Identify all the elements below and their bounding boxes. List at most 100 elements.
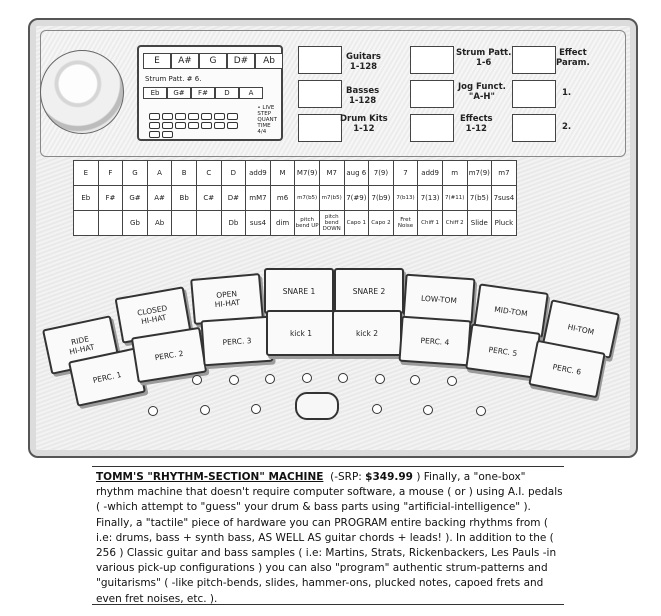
chord-button[interactable] — [171, 210, 197, 236]
chord-button[interactable]: add9 — [417, 160, 443, 186]
effects-select-button[interactable] — [410, 114, 454, 142]
pad-perc-3[interactable]: PERC. 3 — [200, 315, 274, 367]
chord-button[interactable]: M — [269, 160, 296, 186]
chord-button[interactable] — [97, 210, 124, 236]
lcd-chord-cell: F# — [191, 87, 215, 99]
chord-button[interactable]: Bb — [171, 185, 197, 211]
chord-button[interactable]: 7sus4 — [491, 185, 517, 211]
chord-button[interactable]: add9 — [245, 160, 271, 186]
knob[interactable] — [476, 406, 486, 416]
knob[interactable] — [229, 375, 239, 385]
chord-button[interactable]: aug 6 — [343, 160, 370, 186]
pad-perc-4[interactable]: PERC. 4 — [398, 315, 472, 367]
lcd-step-indicator — [162, 131, 173, 138]
chord-button[interactable]: G — [122, 160, 148, 186]
chord-button[interactable]: Slide — [466, 210, 493, 236]
chord-button[interactable]: 7(b13) — [392, 185, 419, 211]
chord-button[interactable]: m6 — [269, 185, 296, 211]
pad-kick-2[interactable]: kick 2 — [332, 310, 402, 356]
chord-button[interactable]: Capo 1 — [343, 210, 370, 236]
chord-button[interactable]: B — [171, 160, 197, 186]
pad-snare-2[interactable]: SNARE 2 — [334, 268, 404, 314]
basses-select-button[interactable] — [298, 80, 342, 108]
chord-button[interactable]: C# — [195, 185, 222, 211]
knob[interactable] — [200, 405, 210, 415]
effect-param-2-button[interactable] — [512, 114, 556, 142]
pad-kick-1[interactable]: kick 1 — [266, 310, 336, 356]
knob[interactable] — [338, 373, 348, 383]
chord-button[interactable]: m7(b5) — [294, 185, 320, 211]
chord-button[interactable]: m — [441, 160, 468, 186]
chord-button[interactable]: G# — [122, 185, 148, 211]
lcd-step-indicator — [149, 113, 160, 120]
strum-patt-select-button[interactable] — [410, 46, 454, 74]
lcd-step-indicator — [175, 113, 186, 120]
chord-button[interactable]: A# — [146, 185, 173, 211]
lcd-display: E A# G D# Ab Strum Patt. # 6. Eb G# F# D… — [137, 45, 283, 141]
knob[interactable] — [375, 374, 385, 384]
center-play-button[interactable] — [295, 392, 339, 420]
chord-button[interactable]: pitch bend UP — [294, 210, 320, 236]
chord-button[interactable]: Eb — [73, 185, 99, 211]
chord-button[interactable]: F — [97, 160, 124, 186]
chord-button[interactable]: Pluck — [491, 210, 517, 236]
chord-button[interactable]: Fret Noise — [392, 210, 419, 236]
chord-button[interactable]: 7(#11) — [441, 185, 468, 211]
chord-button[interactable]: Capo 2 — [368, 210, 394, 236]
chord-button[interactable]: dim — [269, 210, 296, 236]
knob[interactable] — [447, 376, 457, 386]
knob[interactable] — [192, 375, 202, 385]
lcd-chord-cell: Eb — [143, 87, 167, 99]
chord-button[interactable]: C — [195, 160, 222, 186]
jog-funct-label: Jog Funct. "A-H" — [458, 82, 506, 102]
effect-param-select-button[interactable] — [512, 46, 556, 74]
jog-wheel[interactable] — [40, 50, 124, 134]
chord-button[interactable]: sus4 — [245, 210, 271, 236]
knob[interactable] — [302, 373, 312, 383]
chord-button[interactable]: Chiff 2 — [441, 210, 468, 236]
chord-button[interactable]: A — [146, 160, 173, 186]
chord-button[interactable]: m7(9) — [466, 160, 493, 186]
chord-button[interactable]: 7(9) — [368, 160, 394, 186]
chord-button[interactable] — [73, 210, 99, 236]
chord-button[interactable]: Chiff 1 — [417, 210, 443, 236]
chord-button[interactable]: 7 — [392, 160, 419, 186]
chord-button[interactable]: M7(9) — [294, 160, 320, 186]
effect-param-2-label: 2. — [562, 122, 572, 132]
chord-button[interactable]: D — [220, 160, 247, 186]
chord-button[interactable]: m7(b5) — [318, 185, 345, 211]
lcd-chord-row-bottom: Eb G# F# D A — [143, 87, 263, 99]
chord-button[interactable]: 7(#9) — [343, 185, 370, 211]
knob[interactable] — [423, 405, 433, 415]
chord-button[interactable]: 7(b5) — [466, 185, 493, 211]
lcd-chord-cell: E — [143, 53, 171, 69]
chord-button[interactable]: Db — [220, 210, 247, 236]
knob[interactable] — [265, 374, 275, 384]
pad-perc-5[interactable]: PERC. 5 — [465, 323, 541, 379]
chord-button[interactable]: Ab — [146, 210, 173, 236]
chord-button[interactable]: F# — [97, 185, 124, 211]
chord-button[interactable]: E — [73, 160, 99, 186]
chord-button[interactable]: M7 — [318, 160, 345, 186]
knob[interactable] — [148, 406, 158, 416]
lcd-step-indicator — [214, 113, 225, 120]
drum-kits-select-button[interactable] — [298, 114, 342, 142]
knob[interactable] — [410, 375, 420, 385]
knob[interactable] — [251, 404, 261, 414]
chord-button[interactable]: pitch bend DOWN — [318, 210, 345, 236]
chord-button[interactable]: mM7 — [245, 185, 271, 211]
chord-button[interactable]: 7(b9) — [368, 185, 394, 211]
chord-button[interactable]: m7 — [491, 160, 517, 186]
chord-button[interactable]: D# — [220, 185, 247, 211]
pad-snare-1[interactable]: SNARE 1 — [264, 268, 334, 314]
chord-button[interactable]: Gb — [122, 210, 148, 236]
lcd-step-indicator — [188, 113, 199, 120]
guitars-select-button[interactable] — [298, 46, 342, 74]
effect-param-1-button[interactable] — [512, 80, 556, 108]
knob[interactable] — [372, 404, 382, 414]
jog-funct-select-button[interactable] — [410, 80, 454, 108]
chord-button[interactable] — [195, 210, 222, 236]
lcd-chord-cell: A# — [171, 53, 199, 69]
chord-button[interactable]: 7(13) — [417, 185, 443, 211]
